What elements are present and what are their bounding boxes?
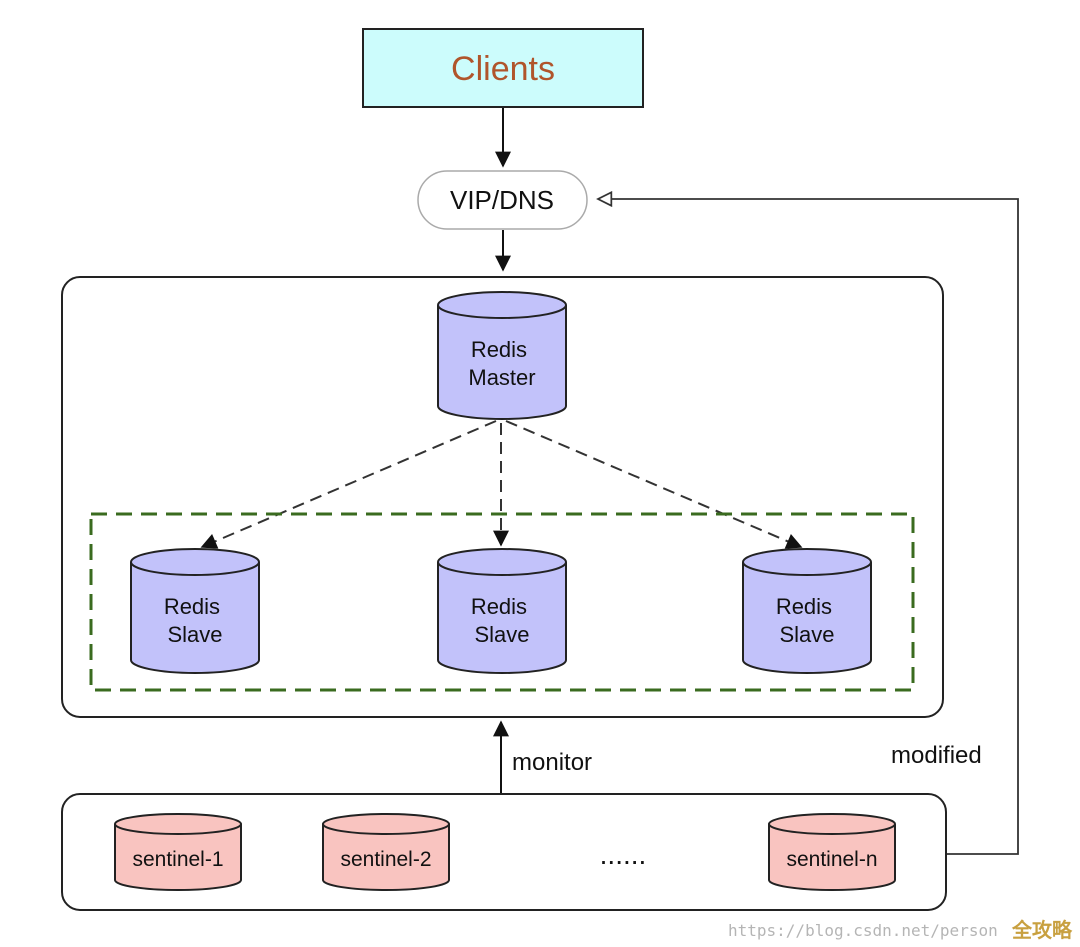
modified-feedback-line <box>598 199 1019 855</box>
sentinel-container <box>61 793 947 911</box>
redis-master-node: Redis Master <box>437 291 567 420</box>
vip-dns-label: VIP/DNS <box>450 185 554 215</box>
sentinel-top <box>114 813 242 835</box>
clients-node: Clients <box>362 28 644 108</box>
clients-label: Clients <box>451 50 555 88</box>
svg-text:Redis Slave: Redis Slave <box>471 594 533 647</box>
redis-slave-2: Redis Slave <box>437 548 567 674</box>
sentinel-1-node: sentinel-1 <box>114 813 242 891</box>
redis-slave-cylinder <box>437 562 567 674</box>
redis-master-label-line2: Master <box>468 365 535 390</box>
redis-slave-cylinder <box>130 562 260 674</box>
sentinel-cylinder <box>114 824 242 891</box>
sentinel-label: sentinel-2 <box>340 848 431 871</box>
slave-group-border <box>89 512 915 692</box>
sentinel-top <box>768 813 896 835</box>
svg-text:Redis Slave: Redis Slave <box>776 594 838 647</box>
sentinel-label: sentinel-1 <box>132 848 223 871</box>
redis-master-cylinder <box>437 305 567 420</box>
sentinel-label: sentinel-n <box>786 848 877 871</box>
svg-text:Redis Slave: Redis Slave <box>164 594 226 647</box>
sentinel-cylinder <box>322 824 450 891</box>
redis-slave-top <box>742 548 872 576</box>
sentinel-ellipsis: ...... <box>600 839 647 870</box>
redis-slave-1: Redis Slave <box>130 548 260 674</box>
redis-slave-label-line2: Slave <box>474 622 529 647</box>
redis-master-label-line1: Redis <box>471 337 527 362</box>
redis-slave-label-line1: Redis <box>776 594 832 619</box>
sentinel-top <box>322 813 450 835</box>
redis-slave-top <box>130 548 260 576</box>
master-to-slave-1-arrow <box>200 420 497 549</box>
redis-cluster-container <box>61 276 944 718</box>
replication-arrows <box>200 420 803 549</box>
watermark-badge: 全攻略 <box>1011 918 1073 942</box>
redis-slave-top <box>437 548 567 576</box>
redis-slave-cylinder <box>742 562 872 674</box>
sentinel-n-node: sentinel-n <box>768 813 896 891</box>
sentinel-cylinder <box>768 824 896 891</box>
redis-slave-label-line1: Redis <box>471 594 527 619</box>
monitor-label: monitor <box>512 749 592 776</box>
redis-slave-3: Redis Slave <box>742 548 872 674</box>
sentinel-2-node: sentinel-2 <box>322 813 450 891</box>
vip-dns-node: VIP/DNS <box>417 170 588 230</box>
clients-box <box>362 28 644 108</box>
redis-slave-label-line2: Slave <box>779 622 834 647</box>
watermark-url: https://blog.csdn.net/person <box>728 921 998 940</box>
redis-slave-label-line1: Redis <box>164 594 220 619</box>
master-to-slave-3-arrow <box>505 420 803 549</box>
svg-text:Redis Master: Redis Master <box>468 337 535 390</box>
redis-slave-label-line2: Slave <box>167 622 222 647</box>
modified-label: modified <box>891 742 982 769</box>
redis-master-top <box>437 291 567 319</box>
vip-dns-box <box>417 170 588 230</box>
